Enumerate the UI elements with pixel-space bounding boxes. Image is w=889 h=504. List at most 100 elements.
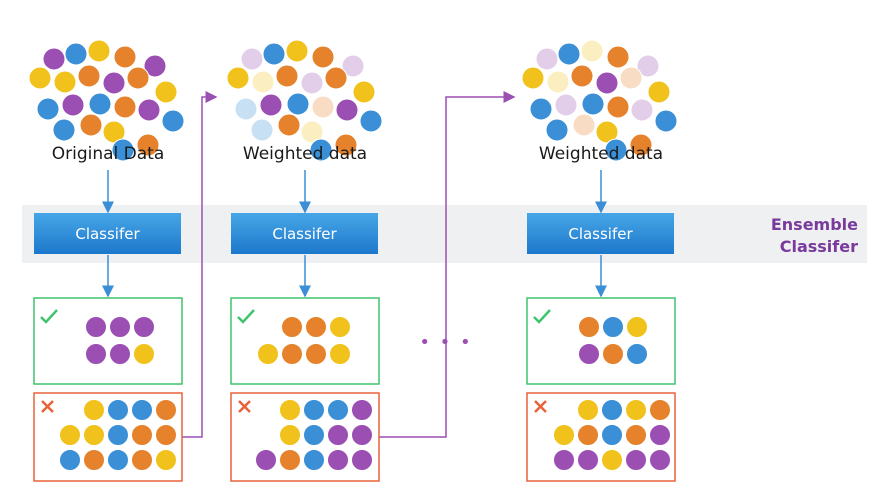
cross-icon: [238, 400, 251, 413]
result-dot: [329, 343, 351, 365]
result-dot: [602, 316, 624, 338]
data-dot: [557, 42, 581, 66]
data-dot: [334, 133, 358, 157]
data-dot: [654, 109, 678, 133]
data-dot: [77, 64, 101, 88]
data-dot: [311, 95, 335, 119]
data-dot: [580, 39, 604, 63]
result-dot: [601, 449, 623, 471]
data-dot: [300, 71, 324, 95]
data-dot: [28, 66, 52, 90]
result-dot: [601, 424, 623, 446]
correct-box-3: [526, 297, 676, 385]
data-dot: [240, 47, 264, 71]
cross-icon: [534, 400, 547, 413]
data-dot: [102, 71, 126, 95]
data-dot: [113, 95, 137, 119]
result-dot: [155, 424, 177, 446]
data-dot: [335, 98, 359, 122]
result-dot: [577, 399, 599, 421]
result-dot: [133, 343, 155, 365]
result-dot: [327, 399, 349, 421]
ensemble-classifier-label: Ensemble Classifer: [730, 214, 858, 258]
result-dot: [625, 449, 647, 471]
ellipsis: • • •: [419, 332, 473, 353]
result-dot: [109, 343, 131, 365]
stage-label-weighted-1: Weighted data: [242, 144, 368, 164]
data-dot: [61, 93, 85, 117]
data-dot: [136, 133, 160, 157]
data-dot: [64, 42, 88, 66]
result-dot: [553, 449, 575, 471]
result-dot: [155, 449, 177, 471]
result-dot: [649, 449, 671, 471]
result-dot: [553, 424, 575, 446]
result-dot: [131, 399, 153, 421]
data-dot: [36, 97, 60, 121]
result-dot: [305, 343, 327, 365]
data-dot: [636, 54, 660, 78]
ensemble-label-line2: Classifer: [779, 237, 858, 256]
data-cloud-weighted-1: [226, 39, 383, 162]
data-dot: [535, 47, 559, 71]
data-dot: [42, 47, 66, 71]
stage-label-weighted-2: Weighted data: [538, 144, 664, 164]
result-dot: [279, 424, 301, 446]
data-dot: [359, 109, 383, 133]
result-dot: [85, 316, 107, 338]
result-dot: [83, 399, 105, 421]
data-cloud-weighted-2: [521, 39, 678, 162]
result-dot: [279, 449, 301, 471]
connector-errors2-to-weighted: [379, 91, 516, 438]
data-dot: [546, 70, 570, 94]
data-dot: [259, 93, 283, 117]
data-dot: [286, 92, 310, 116]
result-dot: [602, 343, 624, 365]
data-dot: [647, 80, 671, 104]
data-dot: [111, 138, 135, 162]
data-dot: [88, 92, 112, 116]
classifier-1: Classifer: [34, 213, 181, 254]
result-dot: [327, 424, 349, 446]
result-dot: [303, 399, 325, 421]
data-dot: [570, 64, 594, 88]
data-dot: [143, 54, 167, 78]
stage-label-original: Original Data: [51, 144, 165, 164]
data-dot: [126, 66, 150, 90]
data-dot: [275, 64, 299, 88]
result-dot: [351, 399, 373, 421]
result-dot: [577, 424, 599, 446]
data-dot: [606, 95, 630, 119]
result-dot: [131, 424, 153, 446]
result-dot: [601, 399, 623, 421]
check-icon: [40, 309, 58, 324]
data-dot: [619, 66, 643, 90]
result-dot: [107, 424, 129, 446]
result-dot: [155, 399, 177, 421]
result-dot: [625, 424, 647, 446]
data-dot: [352, 80, 376, 104]
result-dot: [303, 424, 325, 446]
result-dot: [351, 424, 373, 446]
result-dot: [59, 449, 81, 471]
data-dot: [154, 80, 178, 104]
data-dot: [52, 118, 76, 142]
data-dot: [630, 98, 654, 122]
data-dot: [629, 133, 653, 157]
correct-box-1: [33, 297, 183, 385]
result-dot: [329, 316, 351, 338]
data-dot: [341, 54, 365, 78]
connector-errors1-to-weighted: [182, 91, 218, 438]
result-dot: [626, 316, 648, 338]
result-dot: [351, 449, 373, 471]
result-dot: [578, 316, 600, 338]
result-dot: [83, 449, 105, 471]
result-dot: [255, 449, 277, 471]
data-dot: [87, 39, 111, 63]
data-dot: [529, 97, 553, 121]
data-dot: [324, 66, 348, 90]
result-dot: [305, 316, 327, 338]
data-dot: [251, 70, 275, 94]
